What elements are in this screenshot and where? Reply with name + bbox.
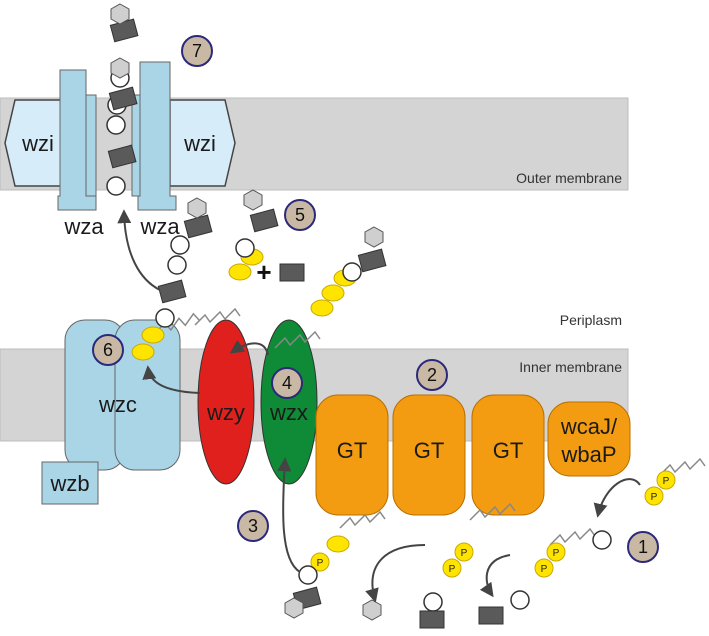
wza-left-lip	[85, 94, 97, 197]
step-6-marker	[92, 334, 124, 366]
step-2-label: 2	[427, 365, 437, 385]
wzc-label: wzc	[98, 392, 137, 417]
outer-membrane	[0, 97, 629, 191]
step-5-label: 5	[295, 205, 305, 225]
lipid-tail-gt3	[549, 527, 596, 546]
step-5-marker	[284, 199, 316, 231]
step-7-marker	[181, 35, 213, 67]
gt-3-label: GT	[493, 438, 524, 463]
lipid-tail-1	[659, 457, 706, 476]
wzy	[197, 319, 255, 485]
wzx-label: wzx	[269, 400, 308, 425]
wzy-label: wzy	[206, 400, 245, 425]
plus-sign: +	[256, 257, 271, 287]
step-4-label: 4	[282, 373, 292, 393]
p-label: P	[461, 548, 468, 559]
periplasm-label: Periplasm	[560, 312, 622, 328]
gt-2	[392, 394, 466, 516]
lipid-tail-4	[274, 330, 321, 349]
wzb	[41, 461, 99, 505]
inner-membrane-label: Inner membrane	[519, 359, 622, 375]
wza-right-label: wza	[139, 214, 180, 239]
wcaj-label-line2: wbaP	[560, 442, 616, 467]
circle-sugars	[106, 68, 612, 612]
step-4-marker	[271, 367, 303, 399]
wzi-right-label: wzi	[183, 131, 216, 156]
p-label: P	[651, 492, 658, 503]
lipid-tail-5	[194, 307, 241, 326]
gt-1-label: GT	[337, 438, 368, 463]
step-1-marker	[627, 531, 659, 563]
wzc-right-lobe	[114, 319, 181, 471]
wza-right	[137, 61, 177, 211]
lipid-tail-gt2	[469, 502, 516, 521]
lipid-tail-3	[339, 510, 386, 529]
p-label: P	[317, 558, 324, 569]
step-6-label: 6	[103, 340, 113, 360]
hexagon-sugars	[110, 3, 384, 621]
arrows	[117, 209, 641, 603]
step-1-label: 1	[638, 537, 648, 557]
wzb-label: wzb	[49, 471, 89, 496]
gt-2-label: GT	[414, 438, 445, 463]
wzx	[260, 319, 318, 485]
step-3-marker	[237, 510, 269, 542]
square-sugars	[107, 18, 504, 629]
wza-left-label: wza	[63, 214, 104, 239]
p-label: P	[449, 564, 456, 575]
wcaj-label-line1: wcaJ/	[560, 414, 618, 439]
step-2-marker	[416, 359, 448, 391]
p-label: P	[541, 564, 548, 575]
p-label: P	[663, 476, 670, 487]
outer-membrane-label: Outer membrane	[516, 170, 622, 186]
step-markers	[92, 35, 659, 563]
step-7-label: 7	[192, 41, 202, 61]
wcaj-wbap	[547, 401, 631, 477]
phosphates	[310, 470, 676, 578]
wza-right-lip	[131, 94, 141, 197]
gt-1	[315, 394, 389, 516]
gt-3	[471, 394, 545, 516]
p-label: P	[553, 548, 560, 559]
wzi-left-label: wzi	[21, 131, 54, 156]
step-3-label: 3	[248, 516, 258, 536]
